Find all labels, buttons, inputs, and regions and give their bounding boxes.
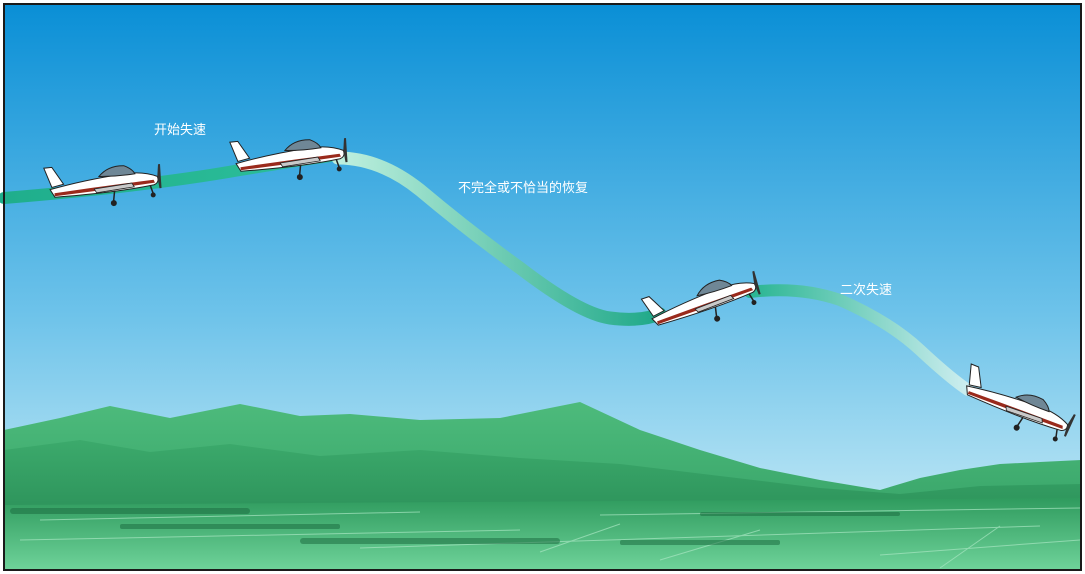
frame-border: [3, 3, 1082, 571]
flight-path-recovery: [331, 151, 667, 326]
tree-rows: [10, 508, 900, 545]
label-improper-recovery: 不完全或不恰当的恢复: [458, 180, 588, 196]
flight-path-secondary-stall: [744, 284, 974, 396]
label-stall-start: 开始失速: [154, 123, 206, 138]
label-secondary-stall: 二次失速: [840, 282, 892, 298]
